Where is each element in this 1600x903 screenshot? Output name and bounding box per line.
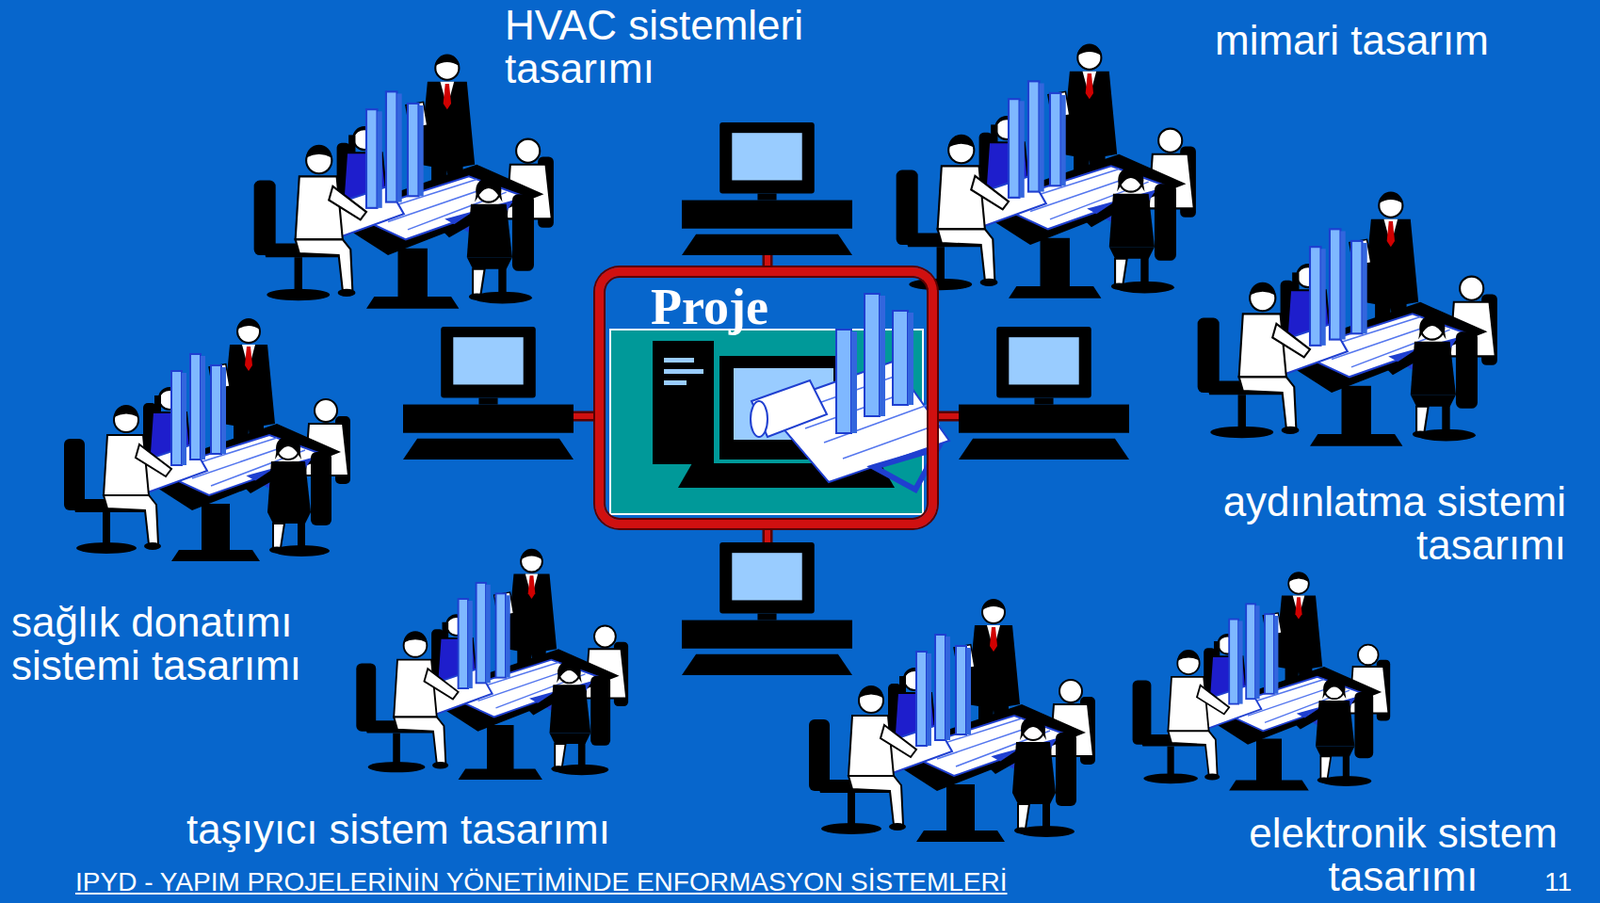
- illustration-part: [652, 340, 714, 465]
- illustration-part: [907, 312, 914, 405]
- meeting-group: [64, 318, 351, 562]
- illustration-part: [568, 252, 962, 547]
- illustration-part: [751, 380, 827, 437]
- meeting-group: [1132, 571, 1391, 791]
- group-label: HVAC sistemleri tasarımı: [504, 3, 901, 91]
- illustration-part: [851, 331, 857, 434]
- group-label: aydınlatma sistemi tasarımı: [1189, 480, 1567, 567]
- project-box: Proje: [595, 267, 938, 529]
- computer: [958, 326, 1130, 460]
- illustration-part: [873, 448, 938, 490]
- illustration-part: [864, 293, 880, 417]
- computer: [681, 542, 853, 676]
- illustration-part: [836, 329, 852, 434]
- project-title: Proje: [650, 277, 929, 337]
- illustration-part: [750, 401, 768, 437]
- computer: [681, 122, 853, 256]
- group-label: sağlık donatımı sistemi tasarımı: [11, 600, 332, 688]
- illustration-part: [568, 252, 962, 547]
- illustration-part: [663, 369, 704, 374]
- illustration-part: [663, 357, 695, 363]
- illustration-part: [663, 380, 687, 386]
- meeting-group: [254, 54, 554, 309]
- meeting-group: [1197, 192, 1498, 447]
- network-wire: [568, 252, 962, 547]
- footer-title: IPYD - YAPIM PROJELERİNİN YÖNETİMİNDE EN…: [75, 868, 1008, 896]
- illustration-part: [892, 310, 908, 405]
- illustration-part: [879, 295, 886, 417]
- page-number: 11: [1544, 868, 1572, 896]
- meeting-group: [355, 549, 629, 780]
- group-label: taşıyıcı sistem tasarımı: [186, 808, 611, 852]
- computer: [403, 326, 574, 460]
- group-label: mimari tasarım: [1214, 18, 1489, 63]
- group-label: elektronik sistem tasarımı: [1224, 811, 1583, 899]
- meeting-group: [896, 44, 1196, 299]
